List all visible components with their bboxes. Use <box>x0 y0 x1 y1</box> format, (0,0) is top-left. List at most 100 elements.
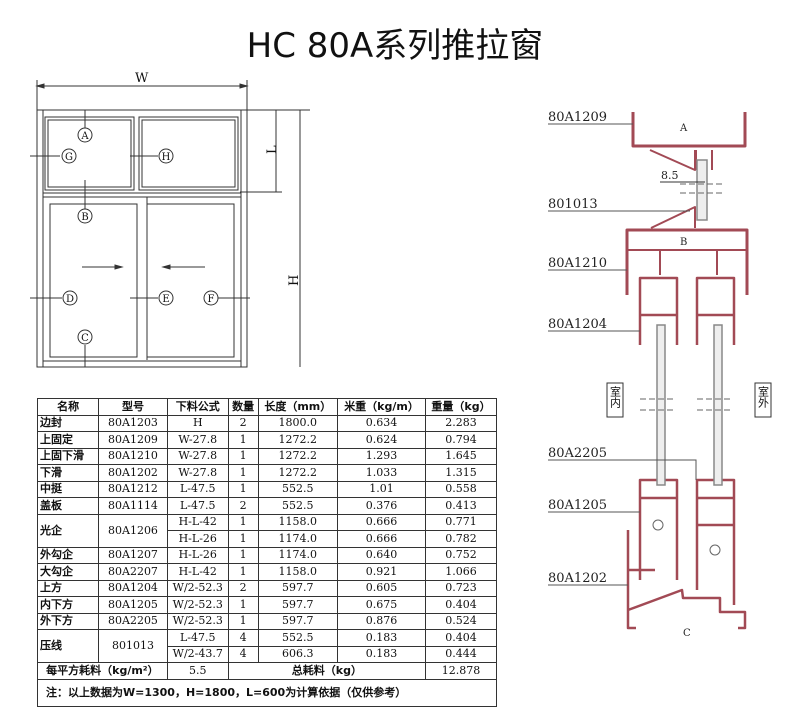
column-header: 重量（kg） <box>425 398 497 416</box>
width-label: W <box>135 71 149 86</box>
column-header: 米重（kg/m） <box>337 398 427 416</box>
cell-formula: W/2-52.3 <box>166 596 229 614</box>
cell-wpm: 0.921 <box>337 563 427 581</box>
cell-model: 80A1205 <box>98 596 168 614</box>
cell-qty: 1 <box>227 546 259 564</box>
cell-formula: H-L-42 <box>166 563 229 581</box>
cell-qty: 1 <box>227 464 259 482</box>
part-label-801013: 801013 <box>548 197 598 212</box>
cell-qty: 1 <box>227 513 259 531</box>
cell-formula: H-L-42 <box>166 513 229 531</box>
cell-wpm: 0.876 <box>337 612 427 630</box>
part-label-80A1209: 80A1209 <box>548 110 607 125</box>
cell-weight: 1.066 <box>425 563 497 581</box>
cell-name: 大勾企 <box>36 563 100 581</box>
cell-qty: 1 <box>227 530 259 548</box>
cell-formula: W/2-52.3 <box>166 612 229 630</box>
marker-b: B <box>81 212 88 223</box>
cell-weight: 0.782 <box>425 530 497 548</box>
cell-name: 内下方 <box>36 596 100 614</box>
section-marker-a: A <box>679 123 688 134</box>
profile-80A1209 <box>631 112 747 148</box>
cell-length: 1272.2 <box>257 447 339 465</box>
cell-name: 上方 <box>36 579 100 597</box>
per-sqm-value: 5.5 <box>166 662 229 680</box>
profile-80A1204-left <box>638 276 679 345</box>
cell-length: 1272.2 <box>257 431 339 449</box>
cell-formula: L-47.5 <box>166 480 229 498</box>
total-label: 总耗料（kg） <box>227 662 427 680</box>
cell-model: 80A1207 <box>98 546 168 564</box>
indoor-label: 室内 <box>609 385 622 409</box>
page-title: HC 80A系列推拉窗 <box>246 26 544 66</box>
cell-weight: 0.413 <box>425 497 497 515</box>
cell-name: 中挺 <box>36 480 100 498</box>
window-elevation-drawing: W L H A B C D E F G H <box>30 71 310 368</box>
cell-length: 1174.0 <box>257 530 339 548</box>
cell-length: 1800.0 <box>257 414 339 432</box>
cell-wpm: 0.183 <box>337 645 427 663</box>
cell-weight: 0.794 <box>425 431 497 449</box>
per-sqm-label: 每平方耗料（kg/m²） <box>37 662 168 680</box>
glass-left <box>656 324 666 486</box>
column-header: 下料公式 <box>166 398 229 416</box>
cell-name: 光企 <box>36 513 100 548</box>
cell-qty: 4 <box>227 645 259 663</box>
section-marker-b: B <box>680 237 687 248</box>
cell-length: 1158.0 <box>257 563 339 581</box>
cell-length: 597.7 <box>257 596 339 614</box>
outdoor-label: 室外 <box>757 385 770 409</box>
cell-name: 外下方 <box>36 612 100 630</box>
cell-weight: 0.404 <box>425 629 497 647</box>
cell-weight: 2.283 <box>425 414 497 432</box>
cell-qty: 2 <box>227 497 259 515</box>
column-header: 型号 <box>98 398 168 416</box>
cell-weight: 0.444 <box>425 645 497 663</box>
outdoor-label-box <box>754 382 772 418</box>
cell-formula: H <box>166 414 229 432</box>
cell-model: 80A1210 <box>98 447 168 465</box>
cell-formula: W-27.8 <box>166 447 229 465</box>
cell-name: 盖板 <box>36 497 100 515</box>
cell-weight: 0.404 <box>425 596 497 614</box>
cell-model: 80A1209 <box>98 431 168 449</box>
cell-wpm: 0.605 <box>337 579 427 597</box>
section-marker-c: C <box>683 628 691 639</box>
note-text: 注：以上数据为W=1300，H=1800，L=600为计算依据（仅供参考） <box>37 678 497 707</box>
cell-weight: 0.558 <box>425 480 497 498</box>
cell-qty: 2 <box>227 414 259 432</box>
cell-length: 597.7 <box>257 612 339 630</box>
marker-e: E <box>162 294 169 305</box>
cell-model: 80A1212 <box>98 480 168 498</box>
cell-wpm: 0.376 <box>337 497 427 515</box>
cell-length: 552.5 <box>257 480 339 498</box>
cell-formula: W-27.8 <box>166 464 229 482</box>
dimension-8-5: 8.5 <box>661 169 679 182</box>
column-header: 名称 <box>36 398 100 416</box>
cell-model: 80A1206 <box>98 513 168 548</box>
cell-name: 压线 <box>36 629 100 663</box>
cell-weight: 0.723 <box>425 579 497 597</box>
cell-model: 80A1202 <box>98 464 168 482</box>
cell-length: 597.7 <box>257 579 339 597</box>
marker-c: C <box>81 333 89 344</box>
glass-top <box>696 159 708 221</box>
arrow-icon <box>35 83 45 89</box>
cell-length: 552.5 <box>257 497 339 515</box>
cell-weight: 1.315 <box>425 464 497 482</box>
marker-g: G <box>65 152 73 163</box>
marker-a: A <box>80 131 89 142</box>
